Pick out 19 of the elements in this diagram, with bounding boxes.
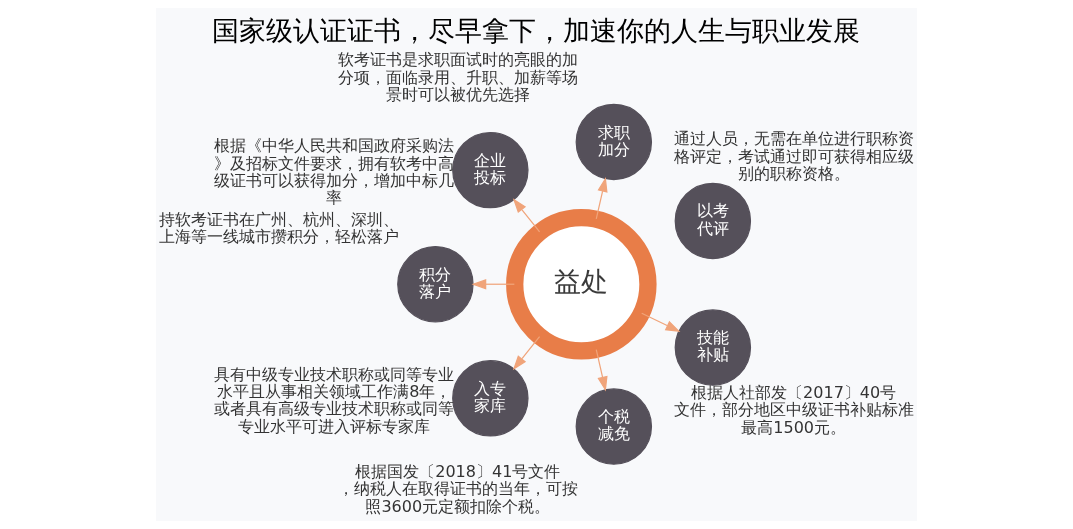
node-label: 具有中级专业技术职称或同等专业水平且从事相关领域工作满8年，或者具有高级专业技术职称或同等专业水平可进入评标专家库	[214, 364, 455, 436]
node-circle: 技能补贴	[674, 309, 752, 386]
arrow	[595, 177, 608, 220]
node-label: 根据人社部发〔2017〕40号文件，部分地区中级证书补贴标准最高1500元。	[673, 383, 914, 437]
node-label: 软考证书是求职面试时的亮眼的加分项，面临录用、升职、加薪等场景时可以被优先选择	[337, 50, 578, 104]
arrow	[595, 348, 608, 392]
arrow	[512, 198, 541, 233]
node-circle: 积分落户	[397, 246, 474, 323]
node-circle: 求职加分	[575, 103, 653, 181]
node-label: 根据《中华人民共和国政府采购法》及招标文件要求，拥有软考中高级证书可以获得加分，增加中标几率	[214, 136, 455, 208]
diagram-title: 国家级认证证书，尽早拿下，加速你的人生与职业发展	[212, 14, 861, 46]
arrow	[641, 312, 681, 332]
node-label: 根据国发〔2018〕41号文件，纳税人在取得证书的当年，可按照3600元定额扣除个税。	[337, 461, 578, 516]
node-circle: 以考代评	[674, 182, 752, 260]
node-label: 持软考证书在广州、杭州、深圳、上海等一线城市攒积分，轻松落户	[159, 209, 400, 247]
arrow	[471, 279, 515, 290]
arrow	[512, 336, 541, 371]
node-label: 通过人员，无需在单位进行职称资格评定，考试通过即可获得相应级别的职称资格。	[673, 129, 914, 183]
node-circle: 个税减免	[575, 388, 653, 465]
